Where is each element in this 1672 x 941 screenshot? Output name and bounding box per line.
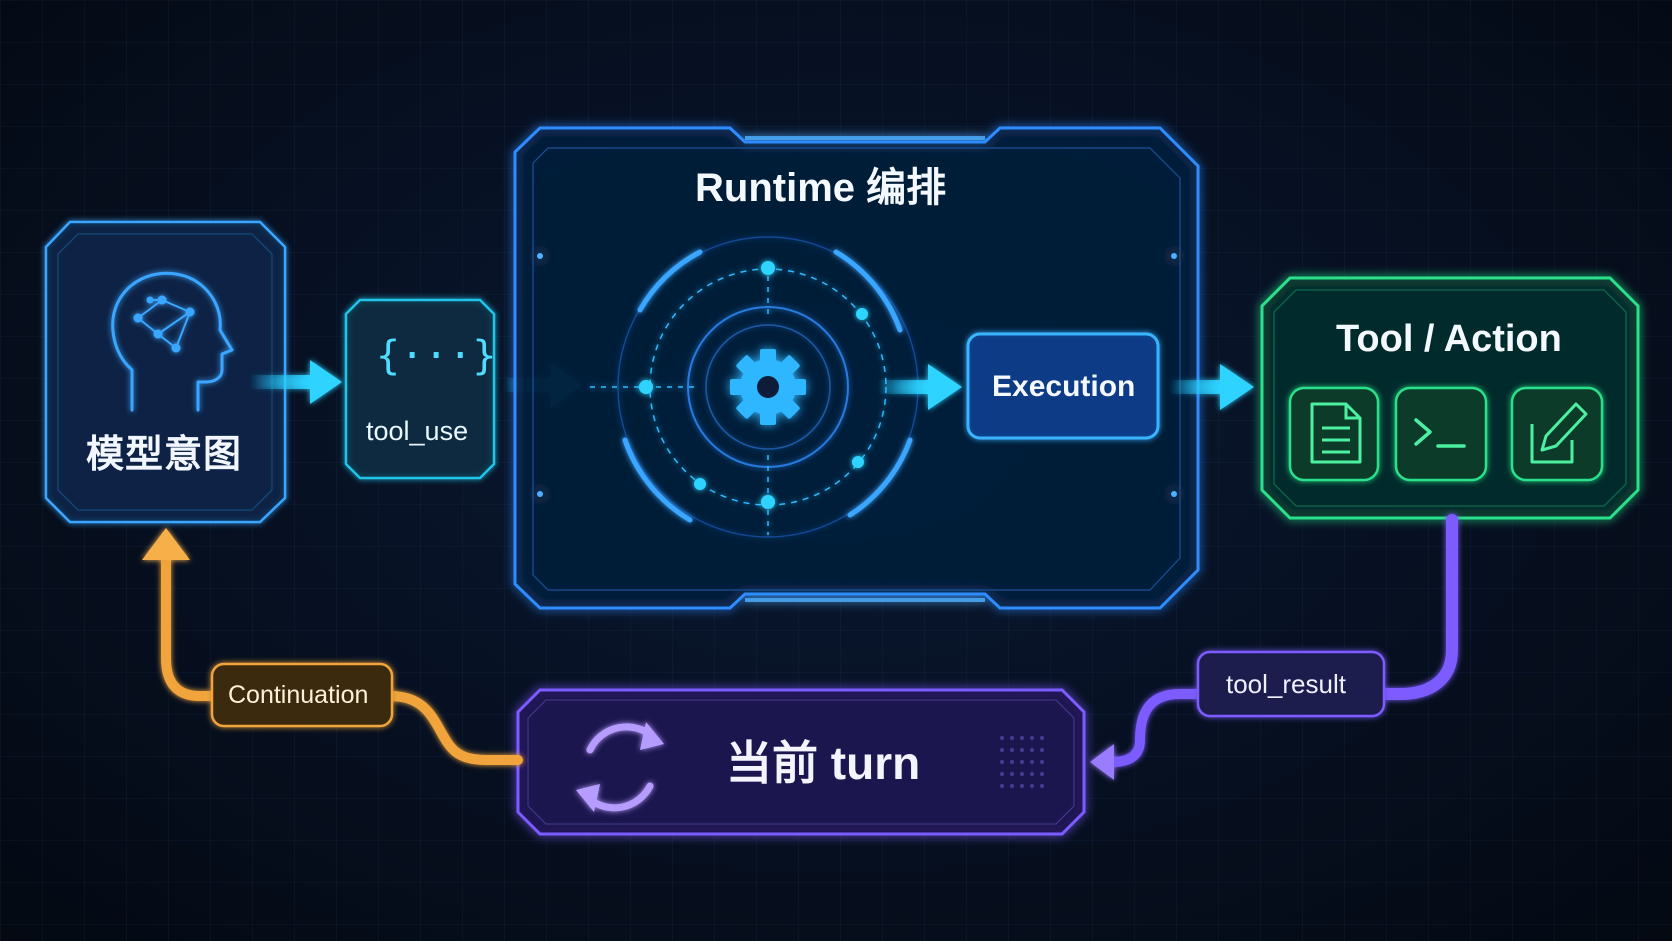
tool-result-label: tool_result: [1226, 669, 1346, 699]
document-icon: [1288, 386, 1380, 482]
runtime-frame: [513, 126, 1200, 610]
tool-use-glyph: {···}: [376, 333, 497, 379]
dot-matrix: [1000, 736, 1044, 788]
refresh-icon: [576, 722, 664, 812]
arrow-execution-to-tool: [1170, 364, 1254, 410]
current-turn-node: [516, 688, 1086, 836]
terminal-icon: [1394, 386, 1488, 482]
arrow-intent-to-tooluse: [250, 360, 342, 404]
arrow-gear-to-execution: [878, 364, 962, 410]
continuation-label: Continuation: [228, 681, 369, 709]
brain-icon: [111, 271, 234, 412]
tool-use-node: [344, 298, 496, 480]
continuation-connector: [142, 528, 523, 765]
current-turn-label: 当前 turn: [726, 737, 921, 789]
gear-icon: [730, 349, 806, 425]
execution-node: [966, 332, 1160, 440]
tool-action-title: Tool / Action: [1336, 318, 1562, 360]
edit-icon: [1510, 386, 1604, 482]
execution-label: Execution: [992, 370, 1136, 403]
model-intent-label: 模型意图: [86, 434, 243, 476]
tool-result-connector: [1090, 514, 1458, 780]
continuation-node: [210, 662, 394, 728]
model-intent-node: [44, 220, 287, 524]
tool-use-label: tool_use: [366, 416, 469, 446]
runtime-title: Runtime 编排: [695, 166, 947, 210]
tool-result-node: [1196, 650, 1386, 718]
